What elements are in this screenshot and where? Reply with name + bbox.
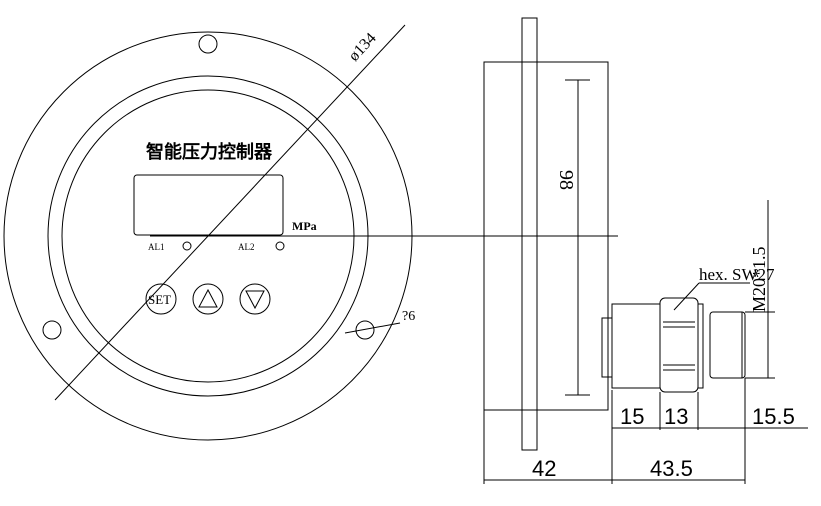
al2-label: AL2 <box>238 242 255 252</box>
diameter-line <box>54 24 406 401</box>
thread-label: M20*1.5 <box>749 246 769 312</box>
dim-15-5: 15.5 <box>752 404 795 429</box>
unit-label: MPa <box>292 219 317 233</box>
stem <box>611 303 661 389</box>
up-arrow-icon <box>198 288 218 308</box>
mount-hole-right <box>355 320 375 340</box>
dim-42: 42 <box>532 456 556 481</box>
diameter-label: ø134 <box>345 30 379 65</box>
hex-label: hex. SW27 <box>699 265 775 284</box>
case-body <box>483 61 609 411</box>
hole-leader <box>344 322 401 334</box>
dim-13: 13 <box>664 404 688 429</box>
height-label: 98 <box>555 170 577 190</box>
hole-label: ?6 <box>402 309 415 324</box>
dim-43-5: 43.5 <box>650 456 693 481</box>
svg-text:SET: SET <box>148 292 171 307</box>
device-title: 智能压力控制器 <box>146 141 273 162</box>
down-button[interactable] <box>239 283 271 315</box>
mount-hole-left <box>42 320 62 340</box>
front-view: ø134 ?6 智能压力控制器 MPa AL1 AL2 SET <box>3 24 618 441</box>
hex-nut <box>659 297 699 393</box>
side-view: 98 hex. SW27 M20*1.5 15 13 15.5 42 43.5 <box>483 17 808 484</box>
up-button[interactable] <box>192 283 224 315</box>
al2-led <box>275 241 285 251</box>
al1-led <box>182 241 192 251</box>
al1-label: AL1 <box>148 242 165 252</box>
hex-leader <box>673 282 700 311</box>
thread <box>709 311 746 379</box>
mount-hole-top <box>198 34 218 54</box>
dim-15: 15 <box>620 404 644 429</box>
flange <box>521 17 538 451</box>
lcd-display <box>133 174 284 236</box>
set-button[interactable]: SET <box>145 283 177 315</box>
down-arrow-icon <box>245 290 265 310</box>
